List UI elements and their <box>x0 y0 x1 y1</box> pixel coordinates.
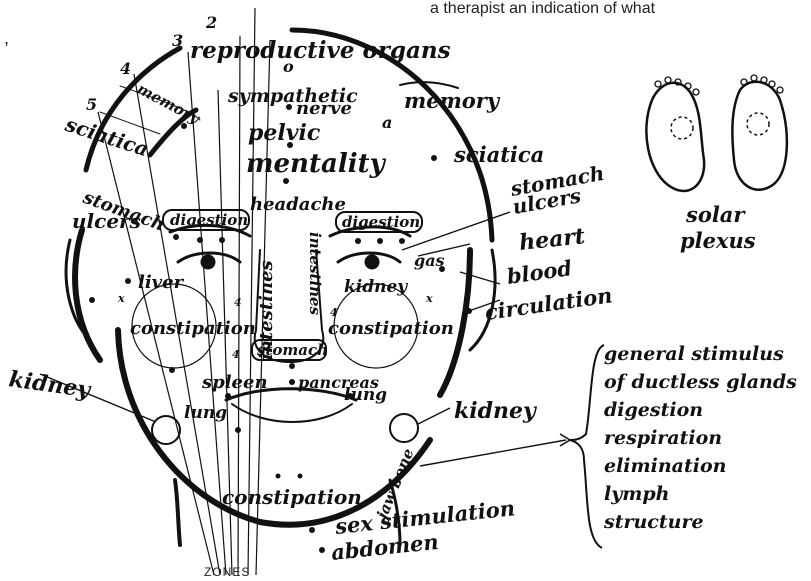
jaw-function-item: respiration <box>604 427 722 449</box>
label-constipation-left: constipation <box>130 318 256 339</box>
jaw-function-item: general stimulus <box>604 343 784 365</box>
label-lung-right: lung <box>344 385 387 405</box>
label-headache: headache <box>250 194 346 215</box>
mark-a: a <box>382 113 392 132</box>
label-blood: blood <box>505 255 574 289</box>
label-kidney-left: kidney <box>7 366 94 403</box>
label-reproductive-organs: reproductive organs <box>190 37 451 64</box>
jaw-function-item: digestion <box>604 399 703 421</box>
label-constipation-right: constipation <box>328 318 454 339</box>
label-constipation-chin: constipation <box>222 485 362 509</box>
jaw-function-item: structure <box>603 511 704 533</box>
zones-label: ZONES <box>204 565 250 579</box>
label-sciatica-right: sciatica <box>453 142 544 167</box>
label-stomach-nose: stomach <box>257 341 328 359</box>
mark-4-1: 4 <box>234 296 242 309</box>
jaw-function-item: elimination <box>604 455 726 477</box>
label-nerve: nerve <box>296 98 352 119</box>
label-heart: heart <box>518 223 586 256</box>
function-list-bracket <box>570 345 604 548</box>
label-kidney-right: kidney <box>454 398 538 424</box>
label-digestion-right: digestion <box>342 213 420 231</box>
label-intestines-right: intestines <box>306 232 324 316</box>
label-memory-left: memory <box>134 80 204 128</box>
label-mentality: mentality <box>246 149 387 179</box>
foot-right-icon <box>732 75 787 190</box>
jaw-function-item: lymph <box>604 483 669 505</box>
mark-x-2: x <box>425 292 433 305</box>
mark-o-top: o <box>283 57 294 76</box>
label-liver: liver <box>138 272 185 293</box>
mark-4-3: 4 <box>232 348 240 361</box>
jaw-function-item: of ductless glands <box>604 371 797 393</box>
label-digestion-left: digestion <box>170 211 248 229</box>
label-spleen: spleen <box>201 372 268 393</box>
zone-number-5: 5 <box>86 95 97 114</box>
foot-left-icon <box>646 77 704 191</box>
label-lung-left: lung <box>184 403 227 423</box>
jaw-function-list: general stimulus of ductless glands dige… <box>603 343 797 533</box>
label-gas: gas <box>414 251 445 270</box>
mark-x-1: x <box>117 292 125 305</box>
label-pelvic: pelvic <box>248 120 321 146</box>
label-solar: solar <box>685 202 746 227</box>
zone-number-3: 3 <box>172 31 183 50</box>
label-plexus: plexus <box>680 228 756 253</box>
label-circulation: circulation <box>483 282 614 325</box>
zone-number-2: 2 <box>205 13 217 32</box>
label-kidney-face: kidney <box>344 277 408 297</box>
zone-number-4: 4 <box>120 59 131 78</box>
label-memory-right: memory <box>404 88 501 113</box>
label-ulcers-left: ulcers <box>72 209 141 233</box>
